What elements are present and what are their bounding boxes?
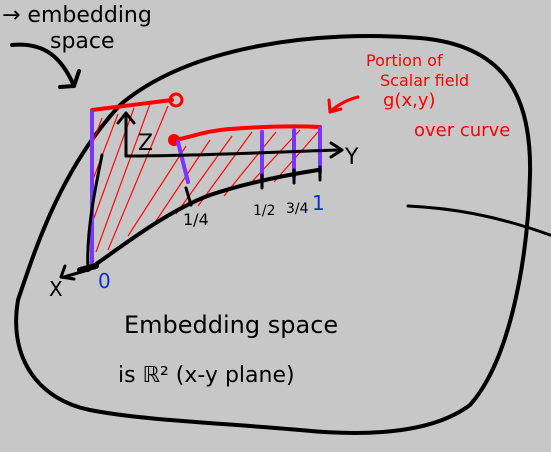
origin-label: 0 <box>98 269 111 293</box>
y-axis-arrow <box>329 141 344 159</box>
origin-mark <box>77 263 99 273</box>
tick-label-1-4: 1/4 <box>183 210 209 229</box>
bottom-text-line2: is ℝ² (x-y plane) <box>118 363 295 388</box>
embedding-blob <box>14 34 533 435</box>
annotation-arrowhead <box>327 98 343 114</box>
tick-label-1-2: 1/2 <box>253 203 276 219</box>
x-axis-line <box>86 153 104 272</box>
scalar-field-top-segment <box>90 98 174 112</box>
scalar-annotation-line2: Scalar field <box>380 71 469 90</box>
scalar-field-open-dot <box>168 92 184 108</box>
curve-ticks <box>184 165 322 207</box>
top-note-line1: → embedding <box>2 3 152 28</box>
right-boundary-line <box>406 204 551 237</box>
tick-label-3-4: 3/4 <box>286 201 309 217</box>
y-axis-label: Y <box>344 145 359 170</box>
scalar-annotation-line1: Portion of <box>366 51 443 70</box>
tick-label-1: 1 <box>312 191 325 215</box>
x-axis-arrow <box>59 264 76 281</box>
z-axis-label: Z <box>138 131 153 156</box>
bottom-text-line1: Embedding space <box>124 311 338 339</box>
scalar-annotation-line4: over curve <box>414 120 510 141</box>
top-note-line2: space <box>50 29 115 54</box>
y-axis-line <box>124 148 342 158</box>
scalar-field-lower-segment <box>172 124 322 142</box>
curve-path <box>86 168 320 272</box>
z-axis-arrow <box>116 111 136 125</box>
scalar-annotation-line3: g(x,y) <box>383 90 436 111</box>
note-arrow <box>10 42 76 88</box>
note-arrowhead <box>58 69 81 89</box>
x-axis-label: X <box>49 277 63 301</box>
